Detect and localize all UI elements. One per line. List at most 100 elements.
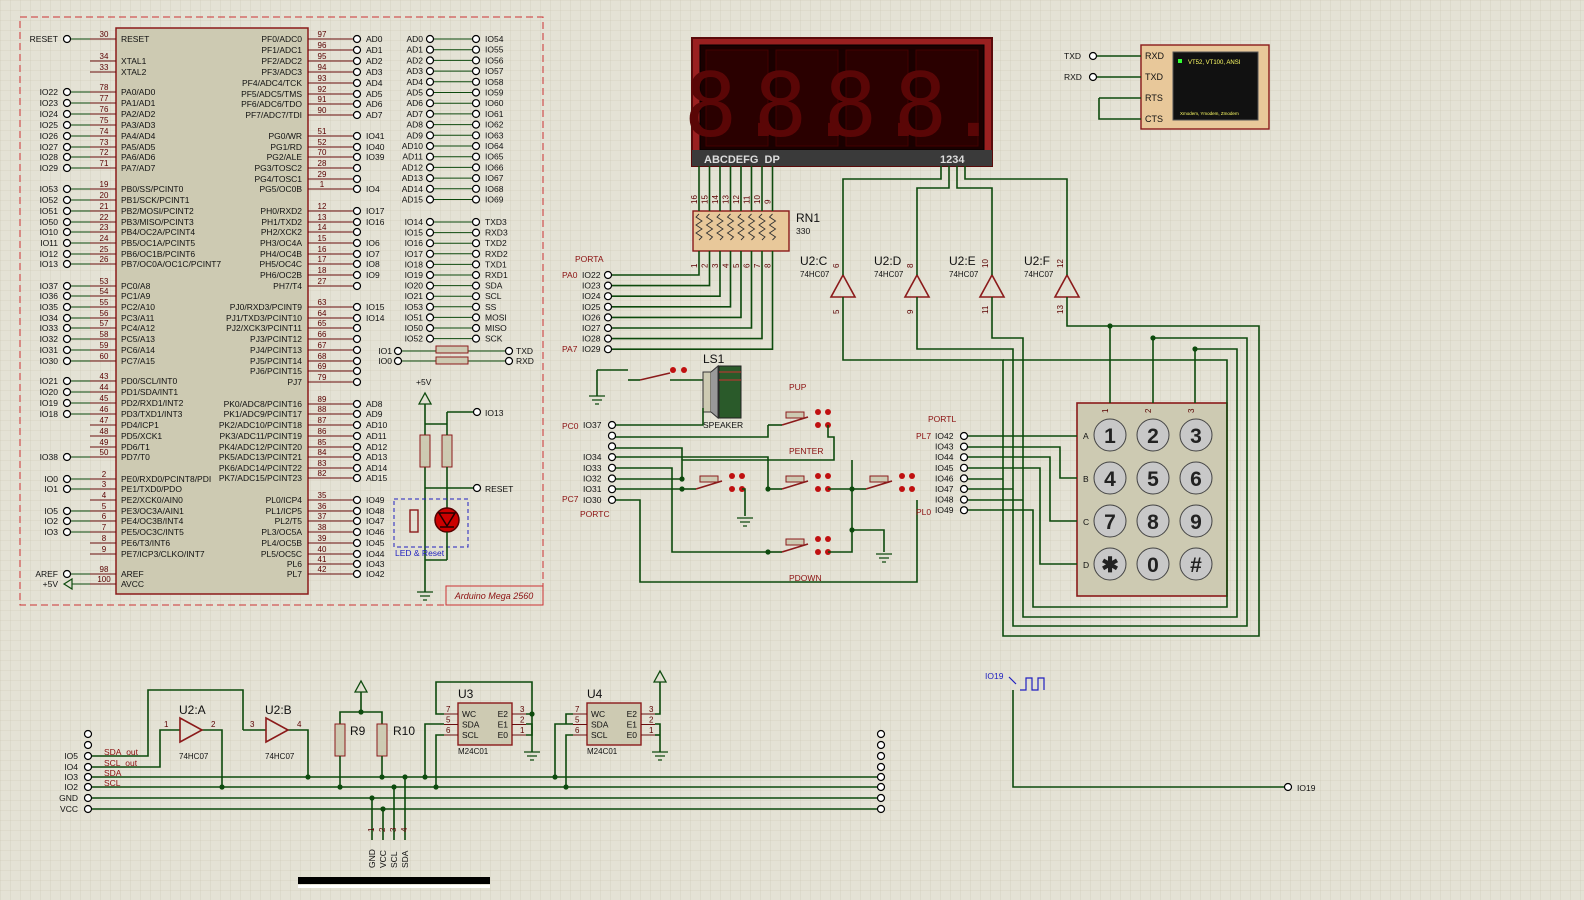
io-map-terminal[interactable] [471, 228, 481, 237]
seven-segment-display[interactable]: 8.8.8.8. ABCDEFG DP 1234 [684, 37, 1000, 167]
portc-terminal[interactable] [607, 420, 617, 430]
keypad-key[interactable] [1136, 547, 1170, 581]
io-map-terminal[interactable] [471, 334, 481, 343]
mega-right-terminal[interactable] [352, 238, 362, 248]
speaker-block[interactable]: LS1 SPEAKER [589, 352, 743, 430]
mega-right-terminal[interactable] [352, 206, 362, 216]
mega-right-terminal[interactable] [352, 569, 362, 579]
mega-left-terminal[interactable] [62, 34, 72, 44]
mega-right-terminal[interactable] [352, 217, 362, 227]
mega-right-terminal[interactable] [352, 345, 362, 355]
mega-right-terminal[interactable] [352, 152, 362, 162]
i2c-terminal[interactable] [83, 793, 93, 803]
ad-map-terminal[interactable] [425, 120, 435, 129]
ad-map-terminal[interactable] [425, 66, 435, 76]
mega-right-terminal[interactable] [352, 409, 362, 419]
mega-right-terminal[interactable] [352, 323, 362, 333]
mega-left-terminal[interactable] [62, 163, 72, 173]
i2c-right-terminal[interactable] [876, 782, 886, 792]
io-map-terminal[interactable] [425, 323, 435, 333]
keypad-key[interactable] [1136, 418, 1170, 452]
ad-map-terminal[interactable] [425, 152, 435, 161]
mega-right-terminal[interactable] [352, 89, 362, 99]
terminal-screen[interactable] [1172, 51, 1259, 121]
io-map-terminal[interactable] [425, 270, 435, 280]
mega-left-terminal[interactable] [62, 217, 72, 227]
mega-left-terminal[interactable] [62, 323, 72, 333]
ad-map-terminal[interactable] [471, 66, 481, 76]
mega-left-terminal[interactable] [62, 259, 72, 269]
ad-map-terminal[interactable] [425, 99, 435, 108]
i2c-terminal[interactable] [83, 729, 93, 739]
mega-right-terminal[interactable] [352, 313, 362, 323]
pright-button-cap[interactable] [869, 475, 889, 483]
mega-left-terminal[interactable] [62, 184, 72, 194]
keypad-key[interactable] [1093, 418, 1127, 452]
mega-right-terminal[interactable] [352, 516, 362, 526]
ad-map-terminal[interactable] [471, 45, 481, 54]
porta-terminal[interactable] [603, 323, 613, 333]
u3-body[interactable] [457, 702, 513, 746]
mega-right-terminal[interactable] [352, 366, 362, 376]
mega-right-terminal[interactable] [352, 259, 362, 269]
mega-right-terminal[interactable] [352, 249, 362, 259]
mega-left-terminal[interactable] [62, 87, 72, 97]
portl-terminal[interactable] [959, 463, 969, 472]
ad-map-terminal[interactable] [425, 141, 435, 151]
io-map-terminal[interactable] [471, 239, 481, 248]
mega-right-terminal[interactable] [352, 420, 362, 430]
keypad-key[interactable] [1136, 504, 1170, 538]
mega-right-terminal[interactable] [352, 538, 362, 548]
keypad-key[interactable] [1093, 461, 1127, 495]
mega-left-terminal[interactable] [62, 484, 72, 494]
mega-left-terminal[interactable] [62, 527, 72, 537]
mega-left-terminal[interactable] [62, 474, 72, 484]
keypad-key[interactable] [1179, 547, 1213, 581]
reset-button[interactable] [409, 509, 419, 533]
io-map-terminal[interactable] [425, 260, 435, 269]
io-map-terminal[interactable] [425, 281, 435, 290]
mega-right-terminal[interactable] [352, 281, 362, 291]
i2c-right-terminal[interactable] [876, 772, 886, 782]
io-map-terminal[interactable] [425, 302, 435, 311]
porta-terminal[interactable] [603, 281, 613, 290]
mega-left-terminal[interactable] [62, 409, 72, 419]
ad-map-terminal[interactable] [425, 77, 435, 86]
mega-left-terminal[interactable] [62, 506, 72, 516]
io-map-terminal[interactable] [425, 249, 435, 258]
keypad-key[interactable] [1179, 418, 1213, 452]
ad-map-terminal[interactable] [425, 34, 435, 44]
mega-right-terminal[interactable] [352, 399, 362, 409]
mega-right-terminal[interactable] [352, 559, 362, 569]
io-map-terminal[interactable] [425, 217, 435, 227]
ad-map-terminal[interactable] [425, 131, 435, 140]
mega-right-terminal[interactable] [352, 527, 362, 537]
ad-map-terminal[interactable] [471, 99, 481, 108]
mega-right-terminal[interactable] [352, 56, 362, 66]
portc-terminal[interactable] [607, 463, 617, 472]
ad-map-terminal[interactable] [471, 56, 481, 65]
i2c-terminal[interactable] [83, 751, 93, 761]
io-map-terminal[interactable] [471, 260, 481, 269]
mega-left-terminal[interactable] [62, 345, 72, 355]
mega-left-terminal[interactable] [62, 195, 72, 205]
mega-right-terminal[interactable] [352, 142, 362, 152]
mega-left-terminal[interactable] [62, 142, 72, 152]
led-reset-block[interactable]: +5V IO13 RESET LED & Reset [393, 377, 513, 601]
ad-map-terminal[interactable] [425, 195, 435, 204]
mega-left-terminal[interactable] [62, 238, 72, 248]
io-map-terminal[interactable] [471, 292, 481, 301]
mega-left-terminal[interactable] [62, 302, 72, 312]
portl-terminal[interactable] [959, 442, 969, 451]
mega-right-terminal[interactable] [352, 227, 362, 237]
portc-terminal[interactable] [607, 485, 617, 494]
mega-left-terminal[interactable] [62, 313, 72, 323]
ad-map-terminal[interactable] [425, 56, 435, 65]
ad-map-terminal[interactable] [425, 184, 435, 193]
porta-terminal[interactable] [603, 292, 613, 301]
virtual-terminal[interactable]: VT52, VT100, ANSI Xmodem, Ymodem, Zmodem… [1064, 44, 1270, 130]
i2c-right-terminal[interactable] [876, 729, 886, 739]
mega-right-terminal[interactable] [352, 377, 362, 387]
portc-terminal[interactable] [607, 495, 617, 504]
